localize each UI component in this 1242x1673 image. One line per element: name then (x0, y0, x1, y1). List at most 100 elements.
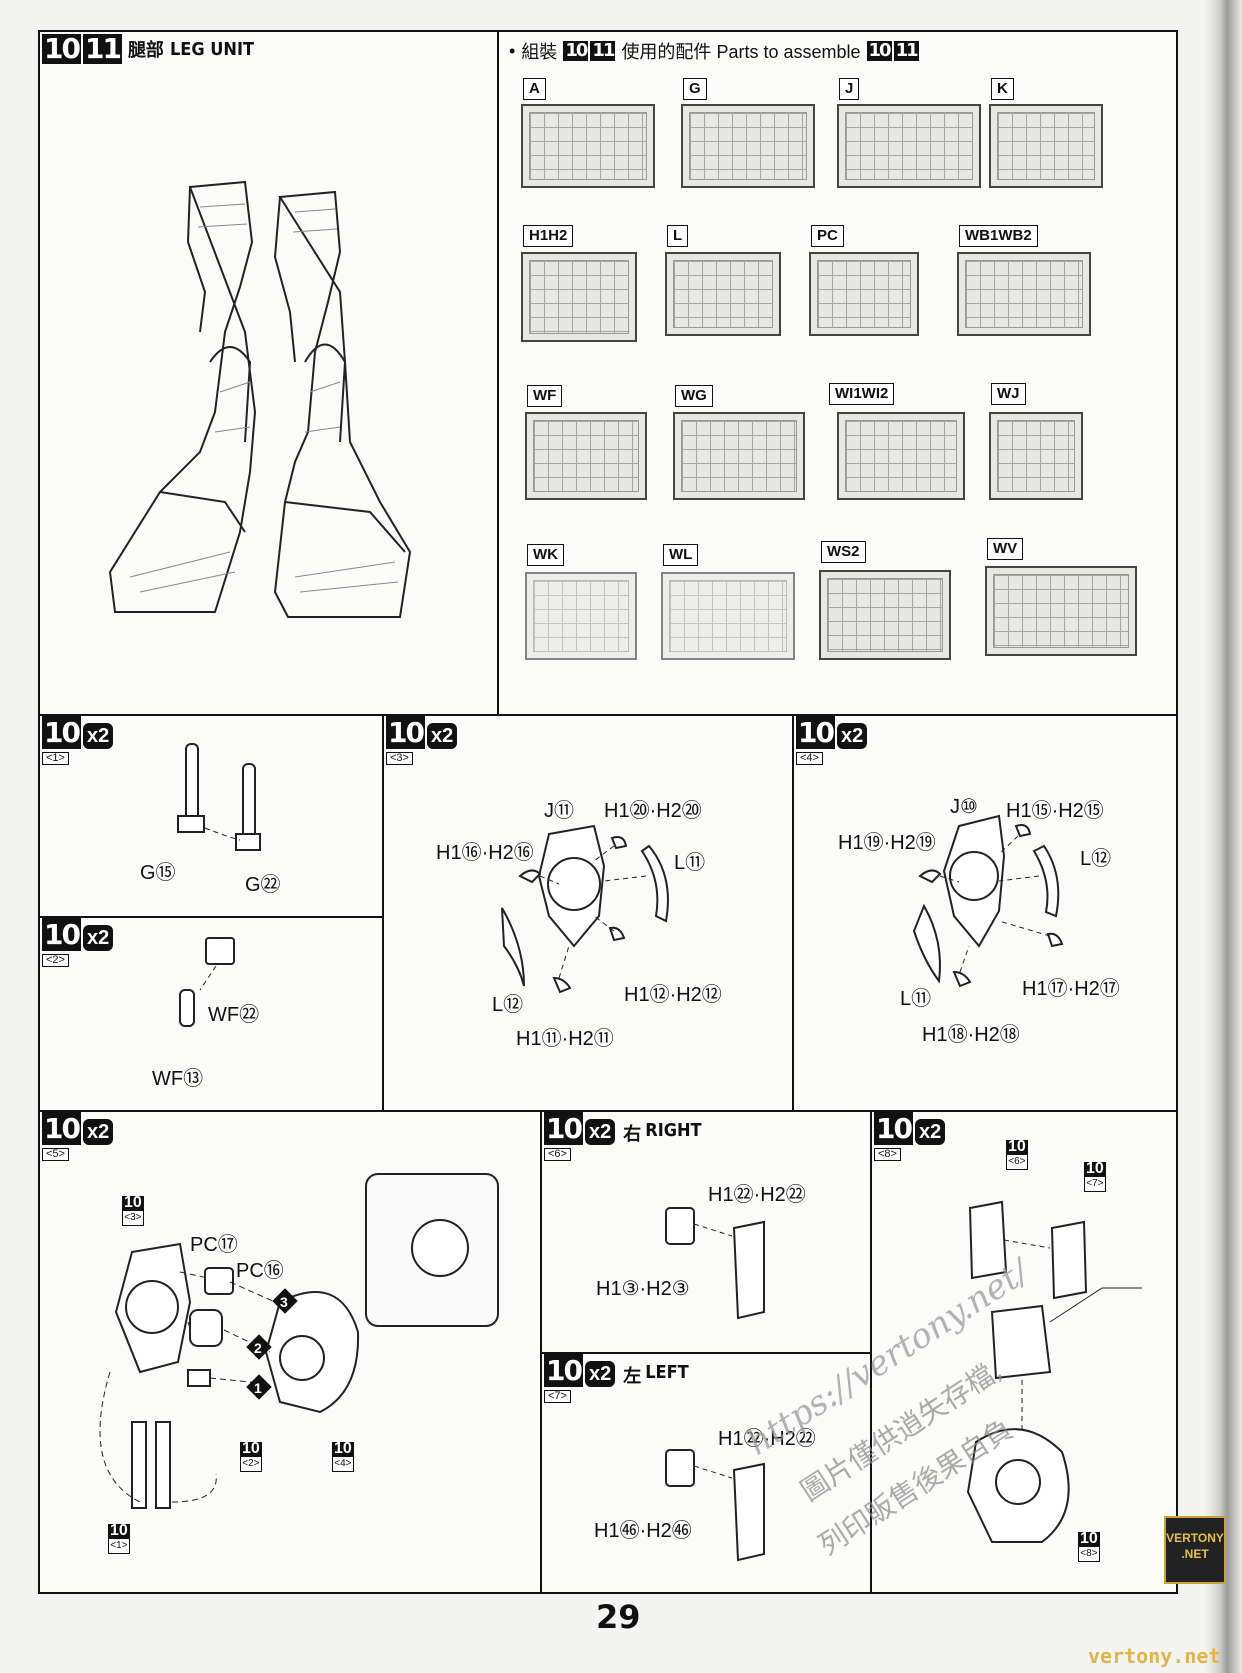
leg-unit-illustration (108, 180, 412, 618)
order-marker-2: 2 (254, 1340, 262, 1356)
runner-ws2 (819, 570, 951, 660)
runner-tag-wj: WJ (991, 383, 1026, 405)
runner-tag-wl: WL (663, 544, 699, 566)
parts-prefix: 組裝 (521, 42, 558, 62)
runner-h1h2 (521, 252, 637, 342)
runner-l (665, 252, 781, 336)
part-label: L⑫ (492, 994, 524, 1016)
runner-wg (673, 412, 805, 500)
part-label: H1⑰·H2⑰ (1022, 978, 1120, 1000)
runner-wf (525, 412, 647, 500)
step-badge-10-11: 10 11 (42, 34, 122, 64)
runner-wj (989, 412, 1083, 500)
part-label: H1⑪·H2⑪ (516, 1028, 614, 1050)
runner-tag-wi1wi2: WI1WI2 (829, 383, 895, 405)
part-label: H1⑲·H2⑲ (838, 832, 936, 854)
step-badge-small: 10 11 (866, 40, 919, 61)
runner-tag-wb1wb2: WB1WB2 (959, 225, 1038, 247)
runner-g (681, 104, 815, 188)
step-ref: 10<6> (1006, 1139, 1028, 1170)
step-ref: 10<7> (1084, 1161, 1106, 1192)
runner-tag-h1h2: H1H2 (523, 225, 574, 247)
part-label: H1⑫·H2⑫ (624, 984, 722, 1006)
runner-tag-wf: WF (527, 385, 563, 407)
runner-a (521, 104, 655, 188)
runner-tag-k: K (991, 78, 1014, 100)
part-label: H1⑯·H2⑯ (436, 842, 534, 864)
step-5-diagram: 1 2 3 (99, 1173, 499, 1509)
part-label: H1㉒·H2㉒ (708, 1184, 806, 1206)
runner-tag-pc: PC (811, 225, 844, 247)
part-label: L⑫ (1080, 848, 1112, 870)
step-ref: 10<2> (240, 1441, 262, 1472)
step-3-diagram (501, 824, 669, 994)
runner-tag-g: G (683, 78, 707, 100)
part-label: PC⑯ (236, 1260, 284, 1282)
section-title-en: LEG UNIT (169, 38, 255, 60)
vertony-logo: VERTONY .NET (1164, 1516, 1226, 1584)
step-1-diagram (177, 743, 261, 851)
runner-wl (661, 572, 795, 660)
runner-tag-a: A (523, 78, 546, 100)
part-label: G㉒ (245, 874, 281, 896)
part-label: H1⑮·H2⑮ (1006, 800, 1104, 822)
parts-list-panel: • 組裝 10 11 使用的配件 Parts to assemble 10 11… (497, 30, 1178, 716)
step-ref: 10<4> (332, 1441, 354, 1472)
part-label: WF㉒ (208, 1004, 260, 1026)
runner-tag-wk: WK (527, 544, 564, 566)
runner-j (837, 104, 981, 188)
step-ref: 10<1> (108, 1523, 130, 1554)
step-2-diagram (179, 937, 235, 1027)
runner-wv (985, 566, 1137, 656)
runner-wb1wb2 (957, 252, 1091, 336)
page-number: 29 (596, 1598, 641, 1636)
footer-watermark: vertony.net (1088, 1644, 1221, 1668)
part-label: WF⑬ (152, 1068, 204, 1090)
runner-tag-l: L (667, 225, 689, 247)
step-8-diagram (966, 1200, 1142, 1543)
bullet: • (509, 40, 516, 61)
side-label-cn: 右 (623, 1124, 642, 1145)
runner-tag-wv: WV (987, 538, 1024, 560)
part-label: PC⑰ (190, 1234, 238, 1256)
part-label: L⑪ (674, 852, 706, 874)
step-badge-small: 10 11 (563, 40, 615, 61)
side-label-cn: 左 (623, 1366, 642, 1387)
step-7-diagram (665, 1449, 765, 1562)
runner-tag-ws2: WS2 (821, 541, 866, 563)
book-spine-edge (1205, 0, 1242, 1673)
runner-pc (809, 252, 919, 336)
part-label: H1㊻·H2㊻ (594, 1520, 692, 1542)
order-marker-1: 1 (254, 1380, 262, 1396)
part-label: H1㉒·H2㉒ (718, 1428, 816, 1450)
part-label: L⑪ (900, 988, 932, 1010)
runner-tag-wg: WG (675, 385, 713, 407)
part-label: J⑪ (544, 800, 574, 822)
part-label: H1⑳·H2⑳ (604, 800, 702, 822)
part-label: J⑩ (950, 796, 978, 818)
part-label: H1⑱·H2⑱ (922, 1024, 1020, 1046)
runner-k (989, 104, 1103, 188)
step-6-diagram (665, 1207, 765, 1320)
step-ref: 10<8> (1078, 1531, 1100, 1562)
step-number: 10 (42, 32, 81, 65)
step-ref: 10<3> (122, 1195, 144, 1226)
runner-tag-j: J (839, 78, 860, 100)
side-label-en: LEFT (645, 1362, 689, 1383)
part-label: G⑮ (140, 862, 176, 884)
